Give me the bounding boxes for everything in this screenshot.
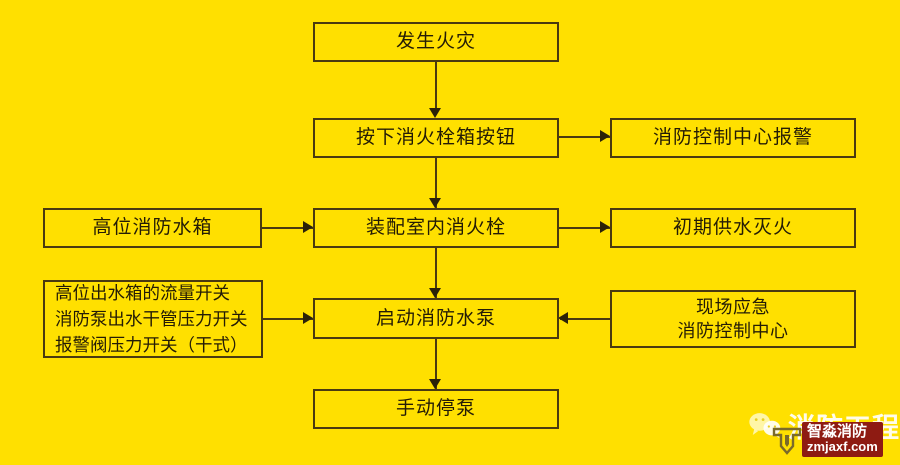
arrowhead-hydrant-initial [600, 221, 610, 233]
watermark-logo-name: 智淼消防 [807, 423, 868, 440]
watermark-logo-url: zmjaxf.com [807, 439, 878, 455]
node-control-center-alarm[interactable]: 消防控制中心报警 [610, 118, 856, 158]
connector-press-alarm [558, 136, 610, 138]
connector-press-hydrant [435, 158, 437, 208]
connector-hydrant-initial [558, 227, 610, 229]
connector-emergency-startpump [560, 318, 612, 320]
node-onsite-emergency-control-center[interactable]: 现场应急 消防控制中心 [610, 290, 856, 348]
connector-switches-startpump [262, 318, 314, 320]
arrowhead-startpump-stoppump [429, 379, 441, 389]
watermark-logo: 智淼消防 zmjaxf.com [772, 422, 892, 458]
zhimiao-logo-icon [772, 427, 802, 455]
arrowhead-hydrant-startpump [429, 288, 441, 298]
node-start-fire-pump[interactable]: 启动消防水泵 [313, 298, 559, 339]
arrowhead-press-alarm [600, 130, 610, 142]
watermark: 消防工程 智淼消防 zmjaxf.com [744, 398, 899, 460]
arrowhead-switches-startpump [303, 312, 313, 324]
watermark-logo-badge: 智淼消防 zmjaxf.com [802, 422, 883, 458]
node-high-level-water-tank[interactable]: 高位消防水箱 [43, 208, 262, 248]
arrowhead-tank-hydrant [303, 221, 313, 233]
node-indoor-hydrant[interactable]: 装配室内消火栓 [313, 208, 559, 248]
connector-startpump-stoppump [435, 339, 437, 389]
arrowhead-press-hydrant [429, 198, 441, 208]
node-initial-firefighting[interactable]: 初期供水灭火 [610, 208, 856, 248]
arrowhead-fire-press [429, 108, 441, 118]
node-switch-triggers[interactable]: 高位出水箱的流量开关 消防泵出水干管压力开关 报警阀压力开关（干式） [43, 280, 263, 358]
connector-fire-press [435, 62, 437, 112]
node-press-hydrant-button[interactable]: 按下消火栓箱按钮 [313, 118, 559, 158]
arrowhead-emergency-startpump [558, 312, 568, 324]
node-manual-stop-pump[interactable]: 手动停泵 [313, 389, 559, 429]
connector-tank-hydrant [262, 227, 314, 229]
connector-hydrant-startpump [435, 248, 437, 298]
node-fire[interactable]: 发生火灾 [313, 22, 559, 62]
